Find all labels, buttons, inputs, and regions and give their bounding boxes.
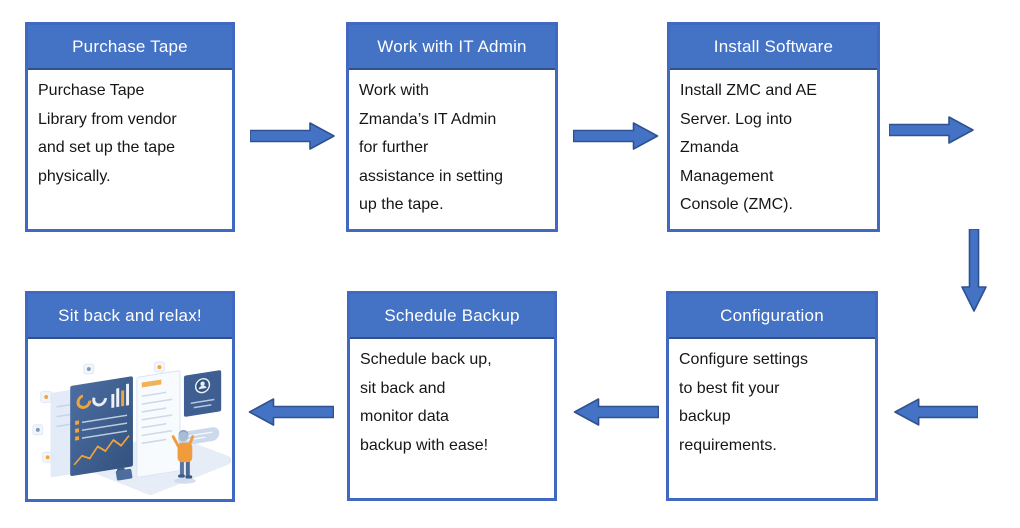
step-schedule-backup-title: Schedule Backup [350, 294, 554, 339]
step-configuration-body: Configure settings to best fit your back… [679, 351, 808, 454]
bar-chart-icon [111, 383, 130, 408]
person-icon [171, 429, 196, 484]
step-sit-back-relax-title: Sit back and relax! [28, 294, 232, 339]
dashboard-panels [50, 370, 222, 478]
line-chart-icon [73, 435, 130, 466]
step-schedule-backup: Schedule Backup Schedule back up, sit ba… [347, 291, 557, 501]
step-install-software-body: Install ZMC and AE Server. Log into Zman… [680, 82, 817, 213]
arrow-left-icon [894, 398, 978, 426]
arrow-down-icon [961, 229, 987, 312]
step-install-software-title: Install Software [670, 25, 877, 70]
speech-bubble-icon [178, 427, 220, 446]
arrow-left-icon [573, 398, 659, 426]
step-configuration-title: Configuration [669, 294, 875, 339]
step-sit-back-relax: Sit back and relax! [25, 291, 235, 502]
floating-icon-dots [35, 365, 162, 460]
arrow-left-icon [248, 398, 334, 426]
folder-icon [115, 467, 133, 481]
profile-panel-icon [183, 370, 222, 417]
step-work-with-it-admin-body: Work with Zmanda’s IT Admin for further … [359, 82, 504, 213]
step-purchase-tape-body: Purchase Tape Library from vendor and se… [38, 82, 177, 185]
report-panel-icon [136, 370, 181, 478]
step-configuration: Configuration Configure settings to best… [666, 291, 878, 501]
analytics-dashboard-illustration [32, 361, 231, 496]
step-purchase-tape: Purchase Tape Purchase Tape Library from… [25, 22, 235, 232]
relax-illustration-wrap [28, 339, 232, 501]
step-purchase-tape-title: Purchase Tape [28, 25, 232, 70]
step-work-with-it-admin: Work with IT Admin Work with Zmanda’s IT… [346, 22, 558, 232]
arrow-right-icon [889, 116, 974, 144]
step-work-with-it-admin-title: Work with IT Admin [349, 25, 555, 70]
step-install-software: Install Software Install ZMC and AE Serv… [667, 22, 880, 232]
arrow-right-icon [250, 122, 335, 150]
step-schedule-backup-body: Schedule back up, sit back and monitor d… [360, 351, 492, 454]
arrow-right-icon [573, 122, 659, 150]
